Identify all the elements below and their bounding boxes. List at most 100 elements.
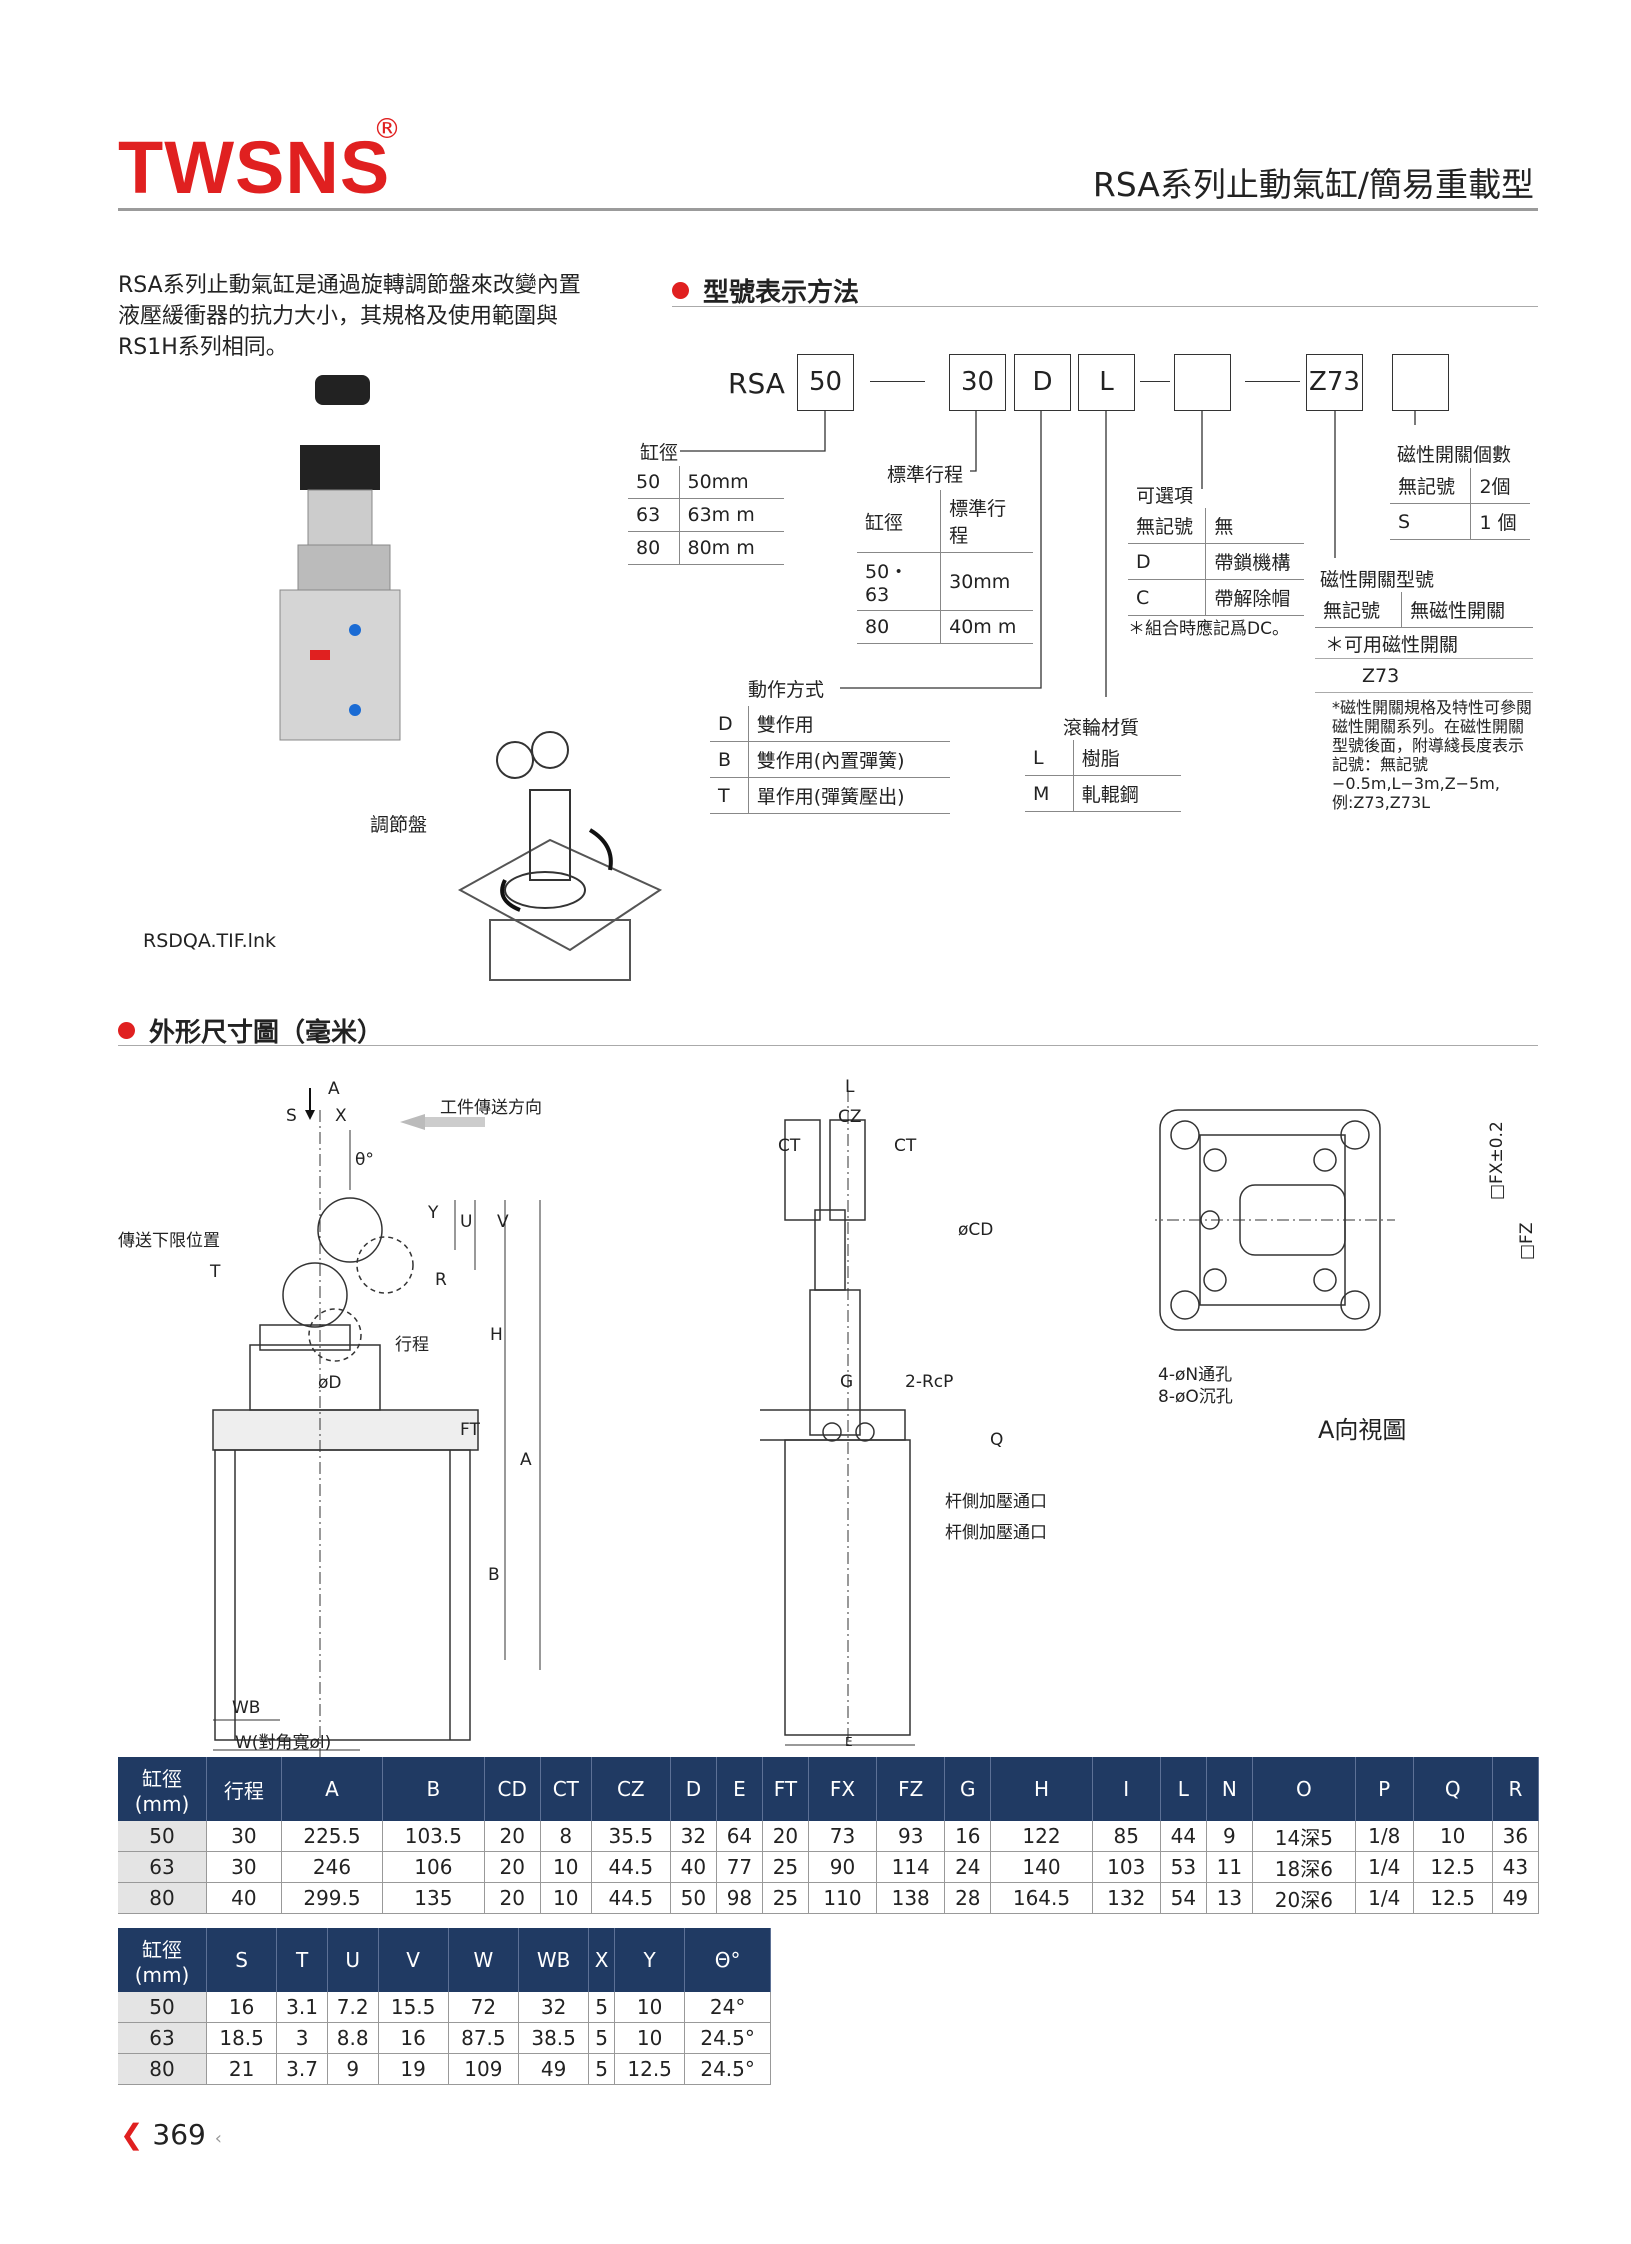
switch-model: Z73 (1362, 665, 1400, 687)
bore-title: 缸徑 (640, 442, 679, 464)
table-cell: 28 (944, 1882, 992, 1914)
label-cd: øCD (958, 1220, 994, 1240)
label-port1: 杆側加壓通口 (945, 1492, 1047, 1512)
table-cell: 5 (588, 1992, 616, 2023)
table-cell: 10 (614, 1992, 686, 2023)
product-photo (279, 375, 401, 741)
table-cell: 98 (716, 1882, 763, 1914)
label-ct2: CT (894, 1136, 917, 1156)
adjust-disc-drawing (457, 731, 663, 981)
table-cell: 30 (206, 1821, 282, 1852)
table-cell: 13 (1206, 1882, 1253, 1914)
stroke-title: 標準行程 (887, 464, 964, 486)
model-heading: 型號表示方法 (672, 272, 859, 309)
table1-header: 行程 (206, 1757, 282, 1821)
table-cell: 8 (540, 1821, 592, 1852)
page-number: ❮ 369 ‹ (120, 2118, 222, 2151)
roller-title: 滾輪材質 (1063, 717, 1140, 739)
registered-mark: ® (373, 112, 401, 145)
label-wb: WB (232, 1698, 261, 1718)
table-cell: 114 (876, 1851, 946, 1883)
table-cell: 53 (1160, 1851, 1207, 1883)
table-cell: 50 (118, 1992, 207, 2023)
table-cell: 63 (118, 2022, 207, 2054)
table-cell: 1/4 (1355, 1851, 1414, 1883)
label-w: W(對角寬øl) (235, 1733, 332, 1753)
table-cell: 43 (1492, 1851, 1540, 1883)
table-cell: 25 (762, 1882, 809, 1914)
table-cell: 135 (382, 1882, 485, 1914)
table-cell: 20 (484, 1821, 541, 1852)
label-aview: A向視圖 (1318, 1416, 1407, 1444)
page-title: RSA系列止動氣缸/簡易重載型 (1092, 165, 1534, 204)
table2-header: V (378, 1928, 449, 1992)
label-r: R (435, 1270, 447, 1290)
table-cell: 10 (1413, 1821, 1493, 1852)
table-cell: 12.5 (1413, 1851, 1493, 1883)
table-cell: 10 (614, 2022, 686, 2054)
side-view-drawing (760, 1090, 915, 1750)
table-cell: 49 (518, 2053, 590, 2085)
switch-note: *磁性開關規格及特性可參閱磁性開關系列。在磁性開關型號後面，附導綫長度表示記號：… (1332, 698, 1533, 812)
table-cell: 299.5 (281, 1882, 384, 1914)
table-cell: 24.5° (684, 2053, 771, 2085)
table-cell: 225.5 (281, 1821, 384, 1852)
table-cell: 40 (206, 1882, 282, 1914)
table-cell: 80 (118, 2053, 207, 2085)
intro-text: RSA系列止動氣缸是通過旋轉調節盤來改變內置液壓緩衝器的抗力大小，其規格及使用範… (118, 273, 581, 360)
a-view-drawing (1155, 1109, 1395, 1331)
code-box-count (1392, 354, 1449, 411)
table-cell: 85 (1092, 1821, 1161, 1852)
label-o: 8-øO沉孔 (1158, 1387, 1233, 1407)
label-v: V (497, 1212, 509, 1232)
table-cell: 1/8 (1355, 1821, 1414, 1852)
table-cell: 14深5 (1252, 1821, 1356, 1852)
table1-header: N (1206, 1757, 1253, 1821)
table1-header: E (716, 1757, 763, 1821)
table-cell: 10 (540, 1851, 592, 1883)
table-cell: 20 (484, 1882, 541, 1914)
table1-header: L (1160, 1757, 1207, 1821)
table-cell: 16 (206, 1992, 278, 2023)
table1-header: G (944, 1757, 992, 1821)
table1-header: R (1492, 1757, 1540, 1821)
table1-header: P (1355, 1757, 1414, 1821)
label-b: B (488, 1565, 500, 1585)
table-cell: 21 (206, 2053, 278, 2085)
table2-header: S (206, 1928, 278, 1992)
table-cell: 87.5 (448, 2022, 520, 2054)
action-title: 動作方式 (748, 679, 825, 701)
table1-header: CZ (591, 1757, 671, 1821)
brand-logo: TWSNS (118, 126, 391, 209)
table-cell: 7.2 (327, 1992, 379, 2023)
table-cell: 44 (1160, 1821, 1207, 1852)
table-cell: 90 (808, 1851, 878, 1883)
table-cell: 38.5 (518, 2022, 590, 2054)
table-cell: 3 (276, 2022, 328, 2054)
label-s: S (286, 1106, 297, 1126)
table-cell: 93 (876, 1821, 946, 1852)
table-cell: 19 (378, 2053, 449, 2085)
code-box-switch: Z73 (1306, 354, 1363, 411)
table-cell: 103.5 (382, 1821, 485, 1852)
table1-header: I (1092, 1757, 1161, 1821)
label-q: Q (990, 1430, 1004, 1450)
table-cell: 20 (762, 1821, 809, 1852)
label-ft: FT (460, 1420, 480, 1440)
label-stroke: 行程 (395, 1335, 429, 1355)
leader-lines (680, 410, 1416, 697)
table2-header: X (588, 1928, 616, 1992)
table-cell: 132 (1092, 1882, 1161, 1914)
table-cell: 32 (670, 1821, 717, 1852)
switch-avail: ＊可用磁性開關 (1325, 634, 1459, 656)
table-cell: 138 (876, 1882, 946, 1914)
table1-header: FZ (876, 1757, 946, 1821)
label-y: Y (428, 1203, 439, 1223)
switch-type-table: 無記號無磁性開關 (1315, 592, 1533, 628)
